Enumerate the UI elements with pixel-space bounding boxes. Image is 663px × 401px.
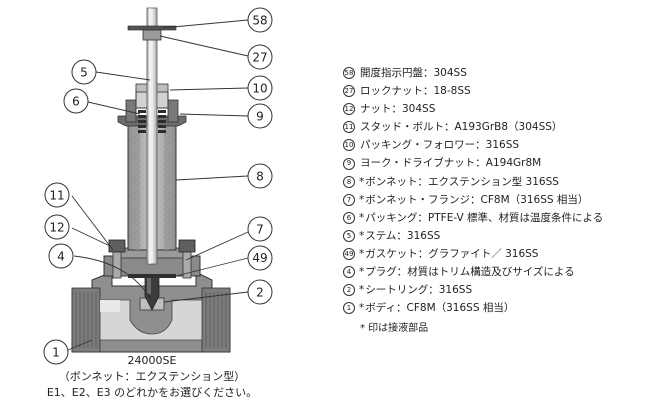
- callout-10: 10: [247, 75, 273, 101]
- wetted-part-mark: *: [359, 193, 365, 206]
- wetted-part-mark: *: [359, 247, 365, 260]
- wetted-part-mark: *: [359, 229, 365, 242]
- callout-2: 2: [247, 279, 273, 305]
- stem: [146, 7, 158, 265]
- svg-text:6: 6: [72, 95, 80, 109]
- part-number-badge: 4: [343, 266, 355, 279]
- wetted-parts-note: * 印は接液部品: [360, 323, 429, 334]
- svg-text:10: 10: [252, 82, 267, 96]
- part-description: シートリング：316SS: [365, 284, 473, 297]
- part-number-badge: 6: [343, 211, 355, 224]
- part-description: パッキング・フォロワー：316SS: [360, 139, 520, 152]
- part-number-badge: 8: [343, 175, 355, 188]
- parts-list-item: 7 *ボンネット・フランジ：CF8M（316SS 相当）: [343, 191, 661, 209]
- parts-list-item: 8 *ボンネット：エクステンション型 316SS: [343, 173, 661, 191]
- part-number-badge: 1: [343, 302, 355, 315]
- parts-list-item: 5 *ステム：316SS: [343, 227, 661, 245]
- part-number-badge: 2: [343, 284, 355, 297]
- callout-12: 12: [44, 214, 70, 240]
- parts-list-item: 49 *ガスケット：グラファイト／ 316SS: [343, 245, 661, 263]
- callout-49: 49: [247, 245, 273, 271]
- parts-list-item: 1 *ボディ：CF8M（316SS 相当）: [343, 299, 661, 317]
- parts-list-item: 6 *パッキング：PTFE-V 標準、材質は温度条件による: [343, 209, 661, 227]
- svg-text:27: 27: [252, 51, 267, 65]
- part-description: ボディ：CF8M（316SS 相当）: [365, 302, 515, 315]
- parts-list-item: 58 開度指示円盤：304SS: [343, 64, 661, 82]
- parts-list-item: 2 *シートリング：316SS: [343, 281, 661, 299]
- part-number-badge: 49: [343, 247, 355, 260]
- parts-list-item: 11 スタッド・ボルト：A193GrB8（304SS）: [343, 118, 661, 136]
- part-number-badge: 10: [343, 139, 355, 152]
- part-description: ボンネット：エクステンション型 316SS: [365, 175, 559, 188]
- callout-6: 6: [63, 88, 89, 114]
- part-number-badge: 11: [343, 121, 355, 134]
- callout-5: 5: [71, 59, 97, 85]
- callout-4: 4: [48, 243, 74, 269]
- caption-type: （ボンネット：エクステンション型）: [59, 369, 245, 383]
- leader-lines: [67, 19, 249, 351]
- parts-list-item: 27 ロックナット：18-8SS: [343, 82, 661, 100]
- callout-11: 11: [44, 182, 70, 208]
- callout-27: 27: [247, 44, 273, 70]
- svg-text:49: 49: [252, 251, 267, 265]
- valve-body: [71, 271, 231, 353]
- caption-options: E1、E2、E3 のどれかをお選びください。: [47, 386, 257, 399]
- part-description: ボンネット・フランジ：CF8M（316SS 相当）: [365, 193, 589, 206]
- part-description: プラグ：材質はトリム構造及びサイズによる: [365, 266, 575, 279]
- part-description: パッキング：PTFE-V 標準、材質は温度条件による: [365, 211, 604, 224]
- parts-list-item: 10 パッキング・フォロワー：316SS: [343, 136, 661, 154]
- part-description: ガスケット：グラファイト／ 316SS: [365, 247, 539, 260]
- svg-text:9: 9: [256, 110, 264, 124]
- svg-text:2: 2: [256, 286, 264, 300]
- callout-8: 8: [247, 163, 273, 189]
- part-number-badge: 58: [343, 67, 355, 80]
- part-number-badge: 9: [343, 157, 355, 170]
- svg-text:7: 7: [256, 223, 264, 237]
- callout-9: 9: [247, 103, 273, 129]
- wetted-part-mark: *: [359, 302, 365, 315]
- callout-1: 1: [43, 339, 69, 365]
- part-number-badge: 12: [343, 103, 355, 116]
- part-number-badge: 7: [343, 193, 355, 206]
- part-description: ステム：316SS: [365, 229, 441, 242]
- svg-text:8: 8: [256, 170, 264, 184]
- wetted-part-mark: *: [359, 175, 365, 188]
- wetted-part-mark: *: [359, 211, 365, 224]
- part-number-badge: 5: [343, 229, 355, 242]
- parts-list-item: 9 ヨーク・ドライブナット：A194Gr8M: [343, 154, 661, 172]
- wetted-part-mark: *: [359, 266, 365, 279]
- part-description: 開度指示円盤：304SS: [360, 67, 467, 79]
- caption-model: 24000SE: [128, 354, 177, 367]
- part-description: ヨーク・ドライブナット：A194Gr8M: [360, 157, 542, 170]
- wetted-part-mark: *: [359, 284, 365, 297]
- svg-text:1: 1: [52, 346, 60, 360]
- parts-list-item: 4 *プラグ：材質はトリム構造及びサイズによる: [343, 263, 661, 281]
- indicator-disc-and-locknut: [127, 25, 177, 41]
- svg-text:58: 58: [252, 14, 267, 28]
- svg-text:5: 5: [80, 66, 88, 80]
- parts-list-item: 12 ナット：304SS: [343, 100, 661, 118]
- part-number-badge: 27: [343, 85, 355, 98]
- callout-58: 58: [247, 7, 273, 33]
- svg-text:12: 12: [49, 221, 64, 235]
- svg-text:11: 11: [49, 189, 64, 203]
- svg-text:4: 4: [57, 250, 65, 264]
- callout-7: 7: [247, 216, 273, 242]
- part-description: ロックナット：18-8SS: [360, 85, 471, 98]
- part-description: ナット：304SS: [360, 103, 436, 116]
- part-description: スタッド・ボルト：A193GrB8（304SS）: [360, 121, 563, 134]
